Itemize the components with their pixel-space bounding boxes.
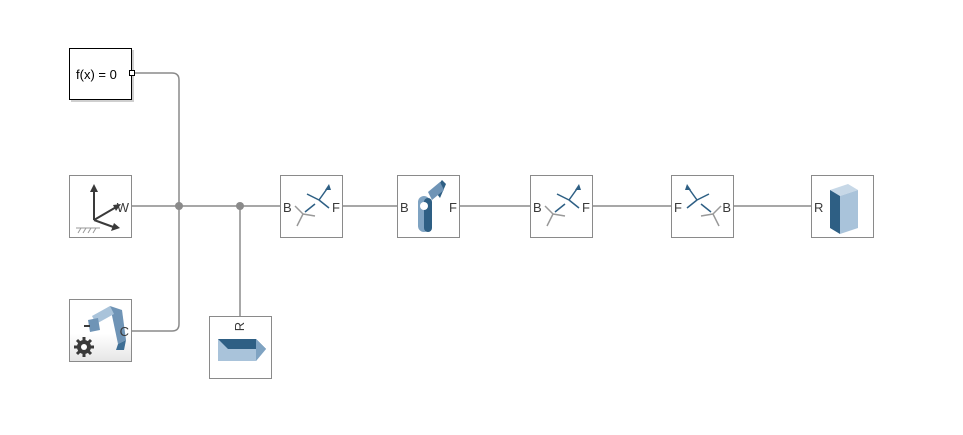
rigid-transform-block-3[interactable]: F B: [671, 175, 734, 238]
port-f-label: F: [449, 200, 457, 215]
end-body-block[interactable]: R: [811, 175, 874, 238]
rigid-transform-block-1[interactable]: B F: [280, 175, 343, 238]
solver-port: [129, 70, 135, 76]
rigid-transform-icon: [685, 184, 722, 227]
port-c-label: C: [119, 324, 129, 339]
rigid-transform-icon: [544, 184, 581, 227]
mechanism-config-connection: [132, 206, 180, 332]
ground-body-block[interactable]: R: [209, 316, 272, 379]
rigid-transform-block-2[interactable]: B F: [530, 175, 593, 238]
world-frame-block[interactable]: W: [69, 175, 132, 238]
port-r-label: R: [814, 200, 824, 215]
port-b-label: B: [283, 200, 292, 215]
revolute-joint-block[interactable]: B F: [397, 175, 460, 238]
box-body-icon: [218, 339, 266, 361]
port-f-label: F: [582, 200, 590, 215]
port-b-label: B: [400, 200, 409, 215]
world-frame-icon: [76, 184, 121, 234]
solver-connection: [134, 72, 180, 206]
solver-label: f(x) = 0: [76, 67, 117, 82]
port-f-label: F: [332, 200, 340, 215]
mechanism-configuration-block[interactable]: C: [69, 299, 132, 362]
port-w-label: W: [116, 200, 129, 215]
revolute-joint-icon: [418, 180, 446, 232]
junction-dot: [175, 202, 183, 210]
port-f-label: F: [674, 200, 682, 215]
port-b-label: B: [533, 200, 542, 215]
prism-body-icon: [830, 184, 858, 234]
robot-arm-gear-icon: [74, 306, 126, 357]
port-b-label: B: [722, 200, 731, 215]
junction-dot: [236, 202, 244, 210]
solver-configuration-block[interactable]: f(x) = 0: [69, 48, 135, 100]
rigid-transform-icon: [294, 184, 331, 227]
